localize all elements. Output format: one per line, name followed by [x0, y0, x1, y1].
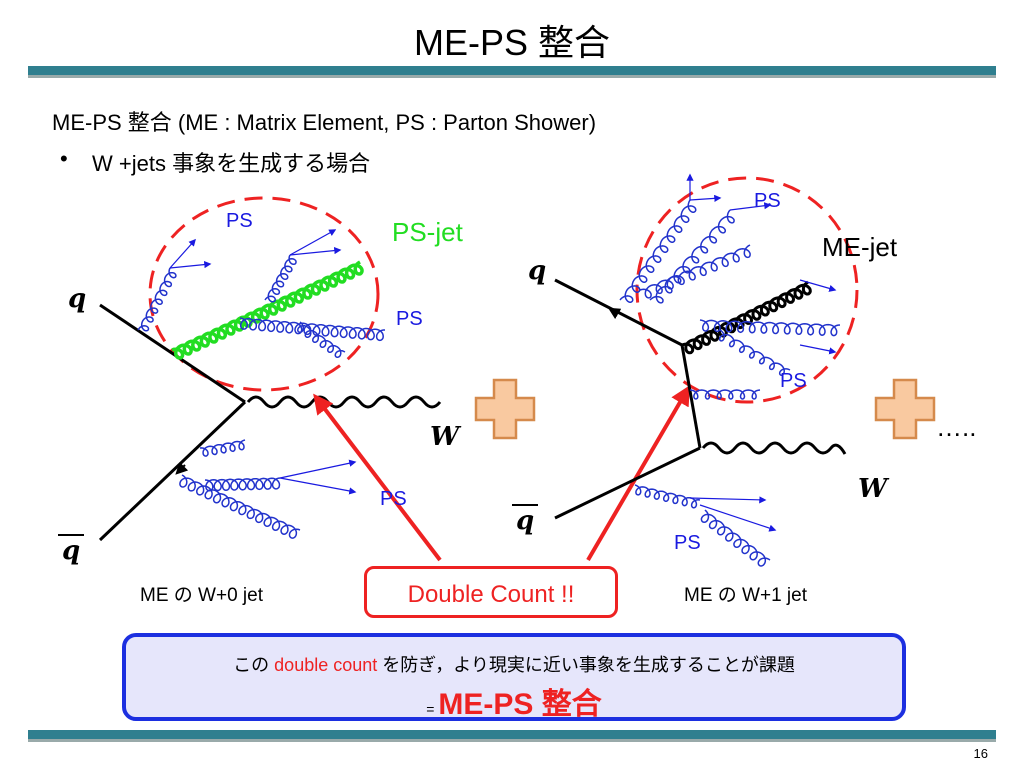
right-me-jet-label: ME-jet	[822, 232, 898, 262]
left-w-boson	[246, 395, 442, 409]
gluon-line	[619, 199, 697, 303]
left-ps-jet-gluon	[171, 260, 364, 360]
plus-icon	[474, 378, 536, 440]
right-caption: ME の W+1 jet	[684, 585, 807, 606]
right-me-jet-gluon	[681, 280, 812, 355]
left-w-label: W	[430, 422, 460, 452]
left-ps-label-right: PS	[396, 308, 423, 330]
bullet-marker: •	[60, 146, 68, 171]
footer-divider	[28, 730, 996, 742]
gluon-line	[649, 209, 735, 304]
ellipsis: …..	[936, 412, 977, 442]
left-ps-region	[148, 196, 380, 392]
gluon-line	[204, 477, 281, 492]
conclusion-highlight: double count	[274, 655, 378, 675]
gluon-line	[700, 509, 771, 567]
double-count-arrow-left	[313, 393, 442, 562]
slide-title: ME-PS 整合	[413, 22, 610, 63]
right-quark-line	[554, 278, 683, 347]
gluon-line	[264, 254, 297, 303]
left-quark-label: q	[68, 284, 87, 314]
left-ps-label-bottom: PS	[380, 488, 407, 510]
gluon-line	[718, 329, 791, 376]
right-ps-label-top: PS	[754, 190, 781, 212]
gluon-line	[179, 474, 301, 539]
right-antiquark-label: q	[512, 504, 539, 536]
conclusion-prefix: この	[233, 655, 270, 675]
right-antiquark-line	[554, 446, 701, 520]
title-divider	[28, 66, 996, 78]
page-number: 16	[973, 746, 988, 761]
left-ps-label-top: PS	[226, 210, 253, 232]
right-w-label: W	[858, 474, 888, 504]
gluon-line	[634, 484, 701, 509]
bullet-text: W +jets 事象を生成する場合	[92, 151, 371, 176]
right-ps-label-mid: PS	[780, 370, 807, 392]
left-caption: ME の W+0 jet	[140, 585, 263, 606]
right-ps-region	[635, 176, 859, 404]
plus-icon	[874, 378, 936, 440]
gluon-line	[699, 319, 841, 337]
conclusion-eq: =	[426, 701, 435, 717]
left-antiquark-line	[98, 400, 247, 542]
conclusion-box: この double count を防ぎ，より現実に近い事象を生成することが課題 …	[122, 633, 906, 721]
left-ps-jet-label: PS-jet	[392, 217, 463, 247]
conclusion-line1: この double count を防ぎ，より現実に近い事象を生成することが課題	[126, 651, 902, 677]
conclusion-line2: = ME-PS 整合	[126, 679, 902, 723]
gluon-line	[199, 439, 246, 457]
gluon-line	[297, 321, 346, 359]
double-count-arrow-right	[586, 385, 691, 562]
gluon-line	[681, 280, 812, 355]
gluon-line	[137, 267, 177, 332]
subtitle: ME-PS 整合 (ME : Matrix Element, PS : Part…	[52, 110, 597, 135]
gluon-line	[689, 389, 761, 400]
right-ps-label-bottom: PS	[674, 532, 701, 554]
conclusion-title: ME-PS 整合	[438, 688, 602, 721]
gluon-line	[639, 244, 751, 299]
left-quark-line	[99, 303, 246, 404]
gluon-line	[239, 317, 385, 342]
right-quark-label: q	[528, 256, 547, 286]
conclusion-suffix: を防ぎ，より現実に近い事象を生成することが課題	[382, 655, 795, 675]
right-w-boson	[701, 441, 847, 455]
left-antiquark-label: q	[58, 534, 85, 566]
double-count-label: Double Count !!	[364, 566, 618, 618]
gluon-line	[171, 260, 364, 360]
